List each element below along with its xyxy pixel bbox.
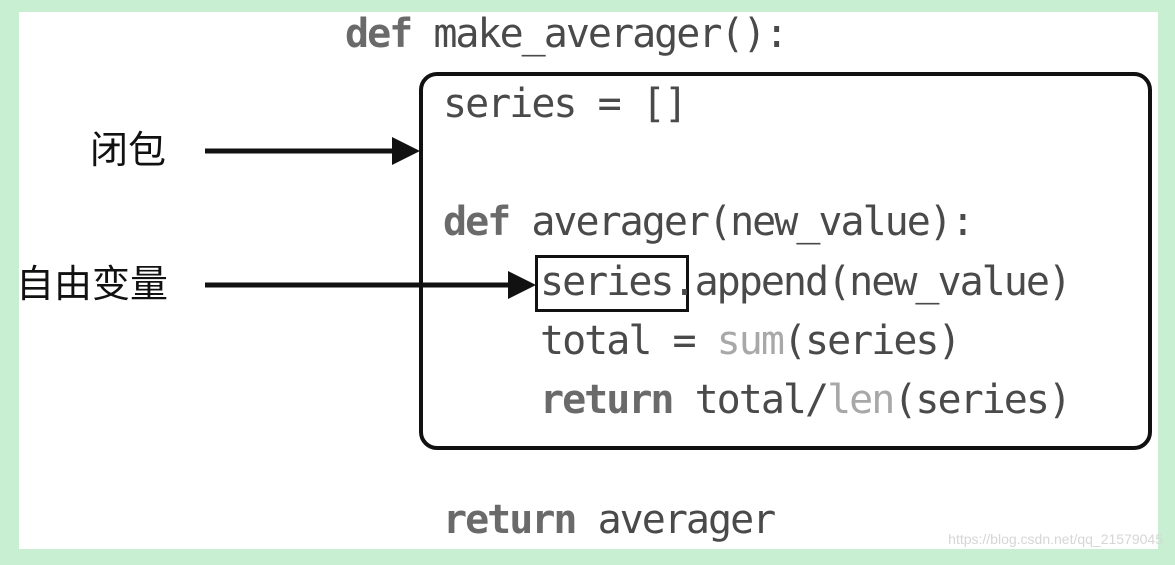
code-line-series-append: series.append(new_value): [540, 259, 1072, 305]
code-text: averager(new_value):: [509, 199, 975, 245]
keyword-def: def: [345, 11, 413, 57]
code-line-return-average: return total/len(series): [540, 377, 1072, 423]
free-variable-arrow: [205, 271, 536, 299]
code-line-series-init: series = []: [443, 81, 688, 127]
code-line-return-averager: return averager: [443, 497, 777, 543]
free-variable-box: [535, 255, 689, 312]
closure-arrow: [205, 137, 420, 165]
code-text: averager: [575, 497, 777, 543]
code-text: series = []: [443, 81, 688, 127]
keyword-return: return: [540, 377, 674, 423]
code-line-total-sum: total = sum(series): [540, 318, 962, 364]
builtin-len: len: [827, 377, 895, 423]
builtin-sum: sum: [716, 318, 785, 364]
code-text: total/: [672, 377, 829, 423]
code-line-def-averager: def averager(new_value):: [443, 199, 975, 245]
code-text: (series): [893, 377, 1072, 423]
watermark: https://blog.csdn.net/qq_21579045: [948, 531, 1163, 547]
free-variable-label: 自由变量: [16, 262, 169, 306]
closure-box: [419, 72, 1152, 450]
code-line-def-make-averager: def make_averager():: [345, 11, 789, 57]
keyword-return: return: [443, 497, 577, 543]
keyword-def: def: [443, 199, 511, 245]
code-text: .append(new_value): [672, 259, 1072, 305]
code-text: make_averager():: [411, 11, 788, 57]
code-text: (series): [782, 318, 962, 364]
closure-label: 闭包: [90, 128, 167, 172]
code-text: total =: [540, 318, 717, 364]
free-variable-series: series: [540, 259, 674, 305]
